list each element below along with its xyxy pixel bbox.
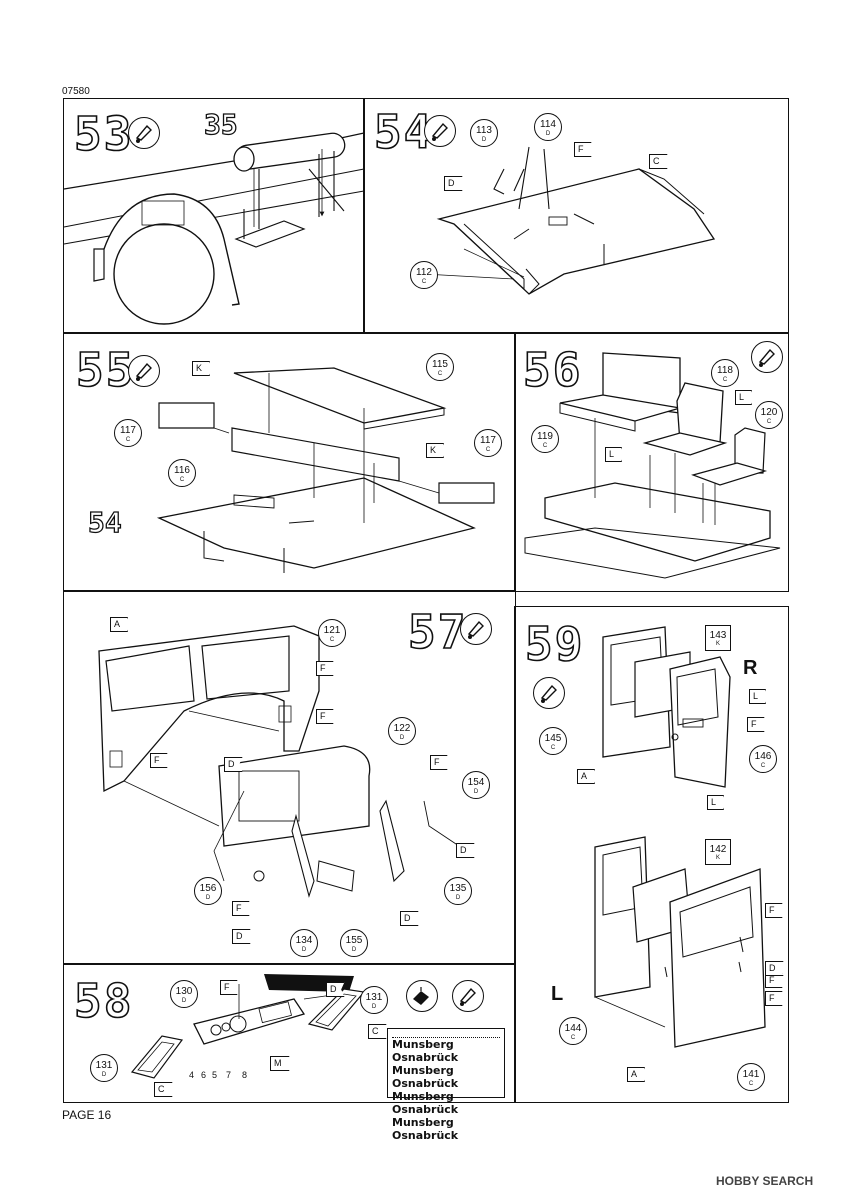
decal-text: Munsberg Osnabrück [392,1090,459,1116]
step-number: 55 [75,343,136,397]
marker-f: F [150,753,168,768]
seats-drawing [524,352,781,579]
glue-icon [533,677,565,709]
detail-4: 4 [189,1070,195,1080]
bench-drawing [156,367,495,573]
detail-6: 6 [201,1070,207,1080]
step-number: 57 [407,605,468,659]
decal-text: Munsberg Osnabrück [392,1064,459,1090]
marker-a: A [577,769,596,784]
glue-icon [424,115,456,147]
page-label: PAGE 16 [62,1108,112,1122]
marker-f: F [232,901,250,916]
reference-number: 54 [87,506,122,539]
doors-drawing [594,626,766,1048]
step-number: 59 [524,617,585,671]
step-number: 53 [73,107,134,161]
glue-icon [128,355,160,387]
floor-drawing [423,146,716,295]
glue-icon [460,613,492,645]
detail-5: 5 [212,1070,218,1080]
glue-icon [128,117,160,149]
step-number: 54 [373,105,434,159]
page-code: 07580 [62,86,90,97]
glue-icon [452,980,484,1012]
decal-sheet: Munsberg Osnabrück Munsberg Osnabrück Mu… [387,1028,505,1142]
decal-text: Munsberg Osnabrück [392,1116,459,1142]
watermark: HOBBY SEARCH [716,1174,814,1188]
gauges-drawing [130,974,366,1079]
step-number: 58 [73,974,134,1028]
step-53-panel: 53 35 [63,98,365,334]
dashboard-drawing [98,625,460,898]
marker-f: F [765,991,783,1006]
detail-8: 8 [242,1070,248,1080]
fender-drawing [63,132,365,325]
decal-application-icon [406,980,438,1012]
reference-number: 35 [203,108,238,141]
detail-7: 7 [226,1070,232,1080]
side-right-label: R [743,657,758,679]
step-number: 56 [522,343,583,397]
marker-c: C [649,154,668,169]
decal-text: Munsberg Osnabrück [392,1038,459,1064]
marker-c: C [368,1024,387,1039]
glue-icon [751,341,783,373]
side-left-label: L [551,983,564,1005]
